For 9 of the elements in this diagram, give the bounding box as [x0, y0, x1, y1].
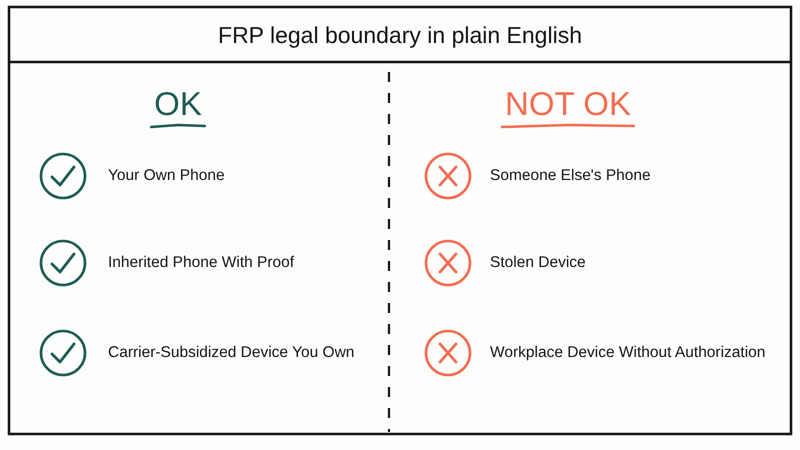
- list-item-text: Inherited Phone With Proof: [108, 253, 294, 273]
- column-heading: NOT OK: [505, 86, 631, 122]
- list-item-text: Someone Else's Phone: [490, 166, 651, 186]
- list-item-text: Stolen Device: [490, 253, 586, 273]
- title-text: FRP legal boundary in plain English: [218, 21, 582, 50]
- list-item-text: Your Own Phone: [108, 166, 225, 186]
- list-item-text: Carrier-Subsidized Device You Own: [108, 343, 354, 363]
- column-heading: OK: [154, 86, 202, 122]
- list-item-text: Workplace Device Without Authorization: [490, 343, 766, 363]
